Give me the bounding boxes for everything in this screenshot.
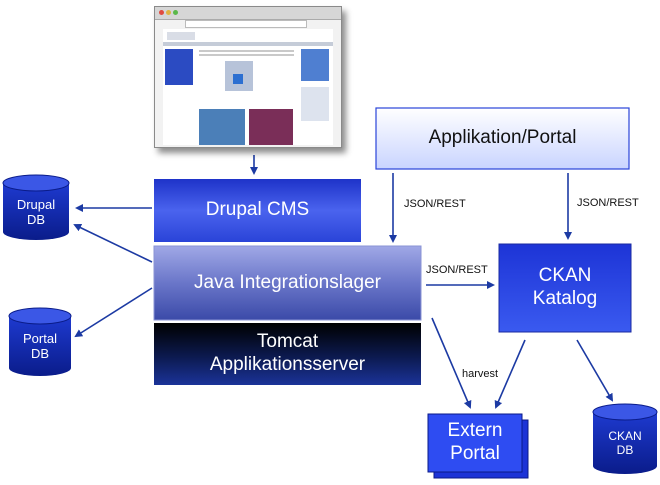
maximize-dot-icon (173, 10, 178, 15)
java-integrationslager-label: Java Integrationslager (194, 271, 381, 293)
site-logo (167, 32, 195, 40)
applikation-portal-box (375, 107, 630, 170)
portal-db-label: Portal DB (9, 331, 71, 362)
ckan-db-cylinder (592, 403, 658, 474)
arrow-ckan-to-ckandb (576, 339, 614, 402)
arrow-ckan-to-extern (494, 339, 526, 409)
tomcat-box (154, 323, 421, 385)
app-icons-panel (301, 49, 329, 81)
portal-db-line1: Portal (23, 331, 57, 346)
drupal-cms-box (154, 179, 361, 242)
edge-label-json-rest-right: JSON/REST (577, 197, 639, 209)
arrow-java-to-drupaldb (73, 223, 153, 263)
site-nav (163, 42, 333, 46)
drupal-cms-label: Drupal CMS (205, 199, 310, 221)
applikation-portal-label: Applikation/Portal (428, 127, 577, 149)
extern-label-line1: Extern (447, 420, 503, 442)
arrow-java-to-extern (431, 317, 472, 409)
text-line (199, 54, 294, 56)
ckan-label-line2: Katalog (532, 288, 598, 309)
close-dot-icon (159, 10, 164, 15)
robot-figure (301, 87, 329, 121)
ckan-label-line1: CKAN (538, 265, 592, 287)
edge-label-json-rest-left: JSON/REST (404, 198, 466, 210)
webpage-content (163, 29, 333, 145)
drupal-db-line1: Drupal (16, 197, 56, 212)
portal-db-cylinder (8, 307, 72, 376)
arrow-java-to-portaldb (74, 287, 153, 338)
ckan-db-line1: CKAN (608, 429, 642, 443)
ckan-db-line2: DB (616, 442, 634, 457)
drupal-db-cylinder (2, 174, 70, 240)
ckan-katalog-label: CKAN Katalog (499, 244, 631, 332)
extern-label-line2: Portal (450, 443, 500, 464)
extern-portal-box (427, 413, 523, 473)
extern-portal-label: Extern Portal (428, 414, 522, 472)
java-integrationslager-box (153, 245, 422, 321)
ckan-db-label: CKAN DB (593, 429, 657, 458)
website-screenshot (154, 6, 342, 148)
drupal-db-line2: DB (26, 211, 46, 227)
edge-label-json-rest-middle: JSON/REST (426, 264, 488, 276)
photo-people (199, 109, 245, 145)
edge-label-harvest: harvest (462, 368, 499, 380)
tomcat-label-line1: Tomcat (256, 331, 319, 353)
text-line (199, 50, 294, 52)
download-arrow-icon (233, 74, 243, 84)
minimize-dot-icon (166, 10, 171, 15)
browser-address-bar (185, 20, 307, 28)
tomcat-label: Tomcat Applikationsserver (154, 323, 421, 385)
portal-db-line2: DB (30, 345, 50, 361)
drupal-db-label: Drupal DB (3, 197, 69, 228)
login-panel (165, 49, 193, 85)
browser-titlebar (155, 7, 341, 20)
photo-woman (249, 109, 293, 145)
ckan-katalog-box (498, 243, 632, 333)
tomcat-label-line2: Applikationsserver (209, 354, 366, 375)
